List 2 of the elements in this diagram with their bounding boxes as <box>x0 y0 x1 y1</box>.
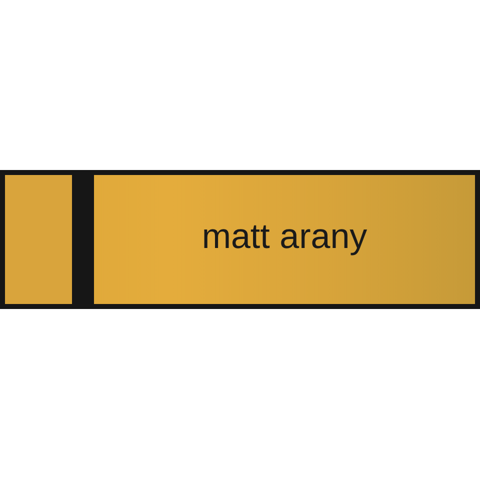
plate-panel <box>94 175 475 304</box>
plate-text: matt arany <box>202 217 368 257</box>
